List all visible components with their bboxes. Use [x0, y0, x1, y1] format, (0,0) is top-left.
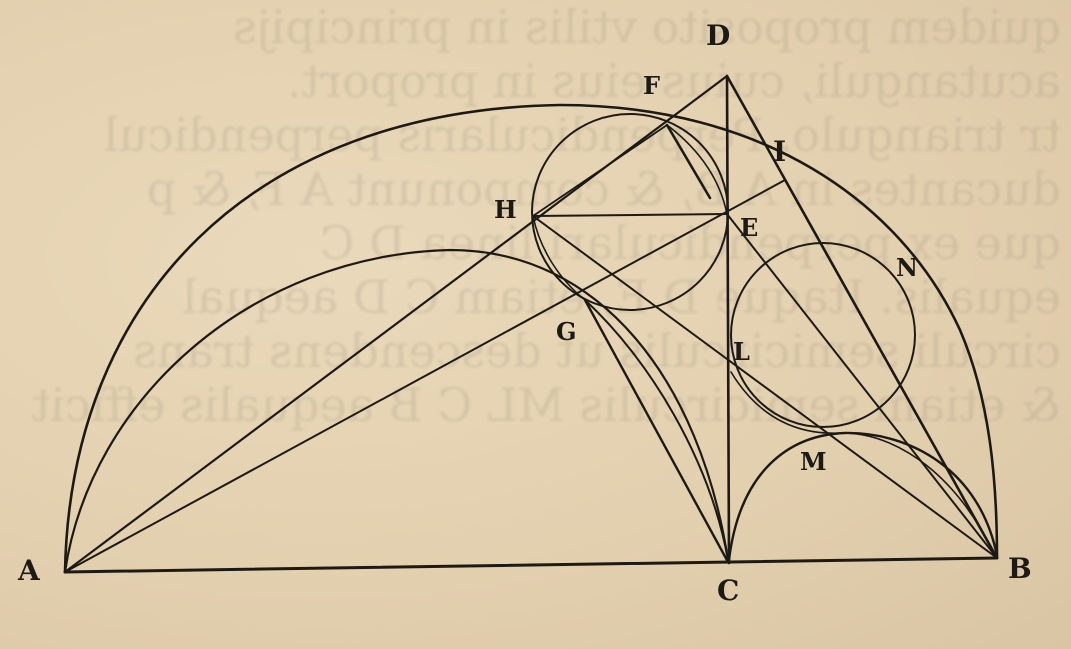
line-H-F — [532, 124, 668, 217]
arc-inner-AC — [63, 248, 730, 574]
line-A-D — [63, 74, 729, 574]
line-D-C — [725, 74, 731, 565]
label-F: F — [643, 71, 661, 100]
line-F-mark — [665, 123, 712, 200]
arc-F-E — [666, 124, 728, 215]
line-E-B — [726, 213, 998, 559]
arc-H-G — [532, 215, 586, 301]
arc-large-semicircle — [63, 103, 999, 574]
label-N: N — [896, 253, 918, 282]
label-D: D — [706, 19, 731, 52]
label-C: C — [717, 574, 740, 607]
line-G-C — [583, 298, 730, 564]
label-L: L — [733, 337, 750, 366]
circle-LN — [730, 242, 916, 428]
circle-HFE — [531, 113, 729, 311]
arc-C-M-B — [727, 431, 999, 562]
line-AB — [63, 556, 999, 574]
label-A: A — [18, 554, 40, 587]
label-M: M — [800, 447, 827, 476]
line-A-I — [64, 179, 786, 573]
line-H-E — [532, 213, 728, 217]
label-H: H — [494, 195, 517, 224]
label-B: B — [1008, 552, 1032, 585]
arc-L-M-B — [730, 371, 996, 557]
line-I-B — [784, 179, 998, 559]
label-I: I — [773, 135, 787, 168]
label-E: E — [740, 213, 759, 242]
arc-G-C — [584, 299, 729, 561]
label-G: G — [556, 317, 577, 346]
line-H-L — [532, 215, 998, 559]
